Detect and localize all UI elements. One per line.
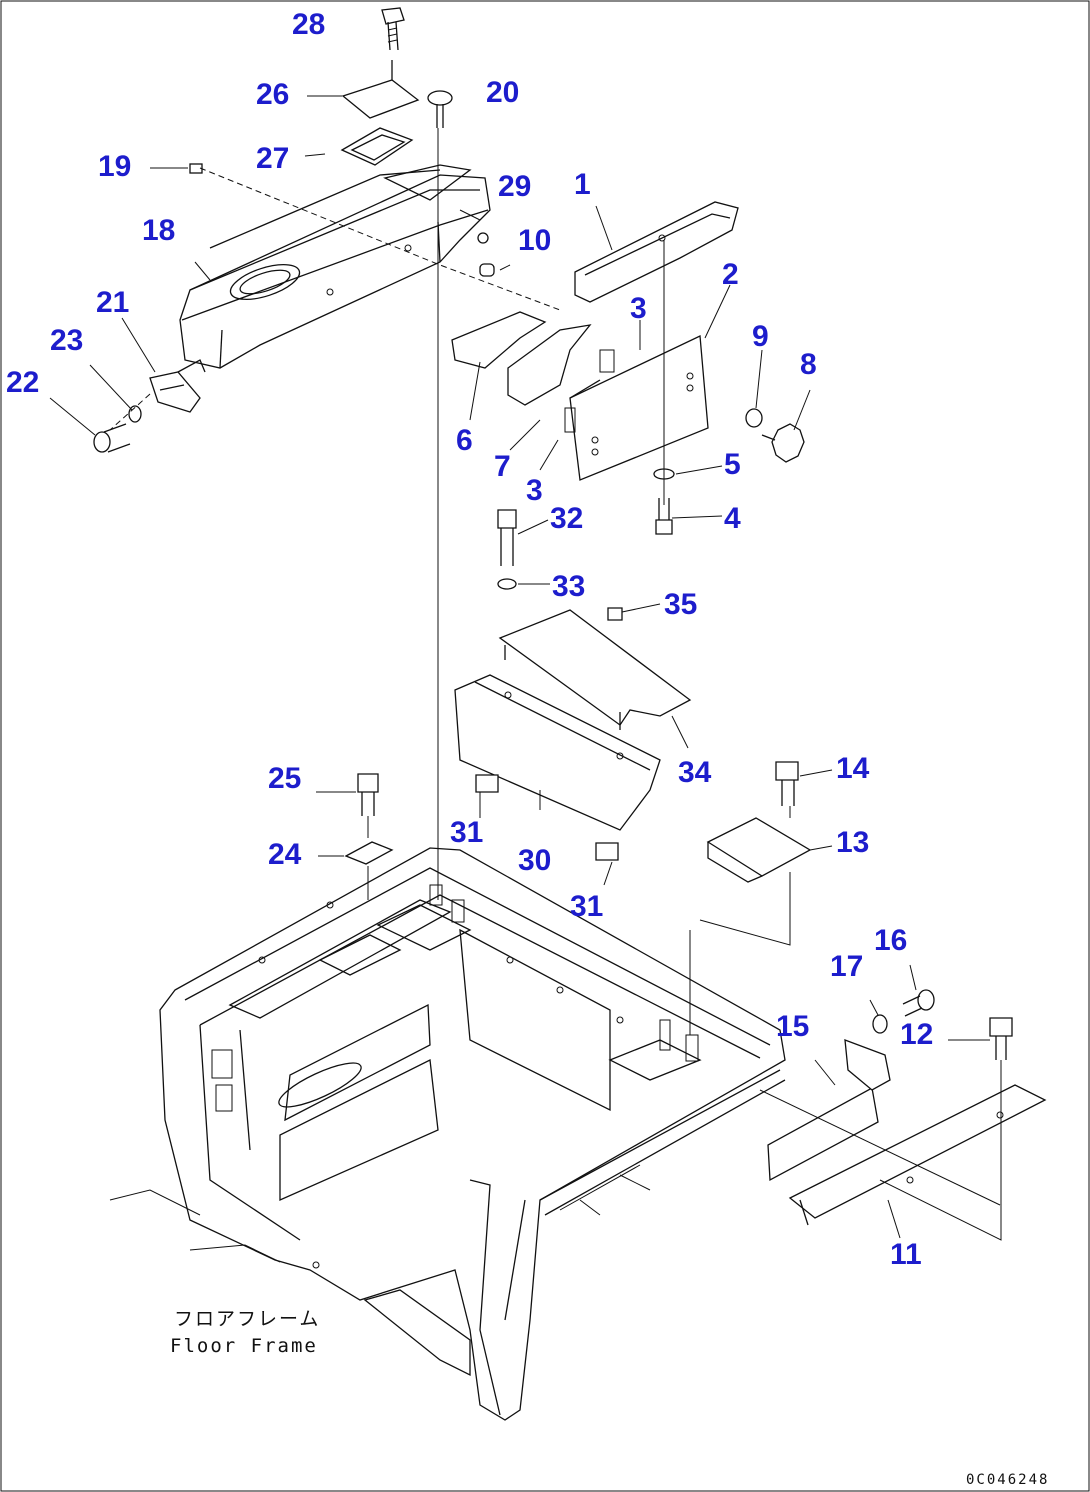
callout-23: 23 <box>50 324 83 357</box>
callout-27: 27 <box>256 142 289 175</box>
callout-14: 14 <box>836 752 870 785</box>
callout-17: 17 <box>830 950 863 983</box>
bolt-part-16 <box>902 989 935 1017</box>
callout-7: 7 <box>494 450 511 483</box>
armrest-part-1 <box>574 201 739 303</box>
floor-frame <box>109 847 786 1421</box>
bolt-part-14 <box>775 761 799 806</box>
washer-part-33 <box>497 578 517 590</box>
bracket-plate-part-2 <box>564 335 709 481</box>
callout-32: 32 <box>550 502 583 535</box>
clip-part-31-right <box>595 842 619 861</box>
callout-22: 22 <box>6 366 39 399</box>
cover-plate-part-26 <box>341 60 420 119</box>
callout-21: 21 <box>96 286 129 319</box>
caption-english: Floor Frame <box>170 1335 318 1357</box>
callout-11: 11 <box>890 1238 922 1271</box>
bolt-part-20 <box>427 90 453 128</box>
plate-part-11 <box>788 1084 1047 1226</box>
callout-28: 28 <box>292 8 325 41</box>
callout-33: 33 <box>552 570 585 603</box>
callout-15: 15 <box>776 1010 809 1043</box>
bolt-part-22 <box>93 423 131 453</box>
callout-30: 30 <box>518 844 551 877</box>
bracket-part-21 <box>149 359 206 413</box>
bolt-part-35 <box>607 607 623 621</box>
bolt-part-32 <box>497 509 517 566</box>
pad-part-7 <box>507 324 592 406</box>
callout-8: 8 <box>800 348 817 381</box>
callout-31-right: 31 <box>570 890 603 923</box>
bolt-part-25 <box>357 773 379 816</box>
bracket-part-15 <box>767 1039 891 1182</box>
callout-3-upper: 3 <box>630 292 647 325</box>
bolt-part-4 <box>655 498 673 535</box>
callout-16: 16 <box>874 924 907 957</box>
bolt-part-12 <box>989 1017 1013 1060</box>
callout-26: 26 <box>256 78 289 111</box>
callout-35: 35 <box>664 588 697 621</box>
washer-part-9 <box>745 408 763 428</box>
plate-part-24 <box>344 841 394 865</box>
callout-9: 9 <box>752 320 769 353</box>
callout-6: 6 <box>456 424 473 457</box>
knob-part-8 <box>761 423 805 463</box>
collar-part-10 <box>479 263 495 277</box>
bolt-part-28 <box>381 7 405 51</box>
clip-part-31-left <box>475 774 499 793</box>
callout-3-lower: 3 <box>526 474 543 507</box>
callout-19: 19 <box>98 150 131 183</box>
callout-4: 4 <box>724 502 741 535</box>
callout-12: 12 <box>900 1018 933 1051</box>
pad-part-6 <box>451 311 547 369</box>
plate-part-34 <box>498 609 692 730</box>
leader-lines <box>49 95 1002 1241</box>
callout-2: 2 <box>722 258 739 291</box>
callout-25: 25 <box>268 762 301 795</box>
washer-part-17 <box>872 1014 888 1034</box>
gasket-part-27 <box>340 127 414 166</box>
caption-japanese: フロアフレーム <box>174 1308 320 1330</box>
washer-part-29 <box>477 232 489 244</box>
callout-20: 20 <box>486 76 519 109</box>
callout-31-left: 31 <box>450 816 483 849</box>
callout-10: 10 <box>518 224 551 257</box>
callout-1: 1 <box>574 168 591 201</box>
bracket-part-13 <box>706 817 812 883</box>
drawing-code: 0C046248 <box>966 1472 1049 1488</box>
callout-29: 29 <box>498 170 531 203</box>
callout-13: 13 <box>836 826 869 859</box>
callout-34: 34 <box>678 756 712 789</box>
console-box-part-18 <box>179 164 491 369</box>
callout-5: 5 <box>724 448 741 481</box>
callout-labels: 28 26 20 27 19 29 1 18 10 2 21 3 9 8 23 … <box>6 8 933 1271</box>
callout-24: 24 <box>268 838 302 871</box>
cover-part-30 <box>454 674 661 831</box>
callout-18: 18 <box>142 214 175 247</box>
